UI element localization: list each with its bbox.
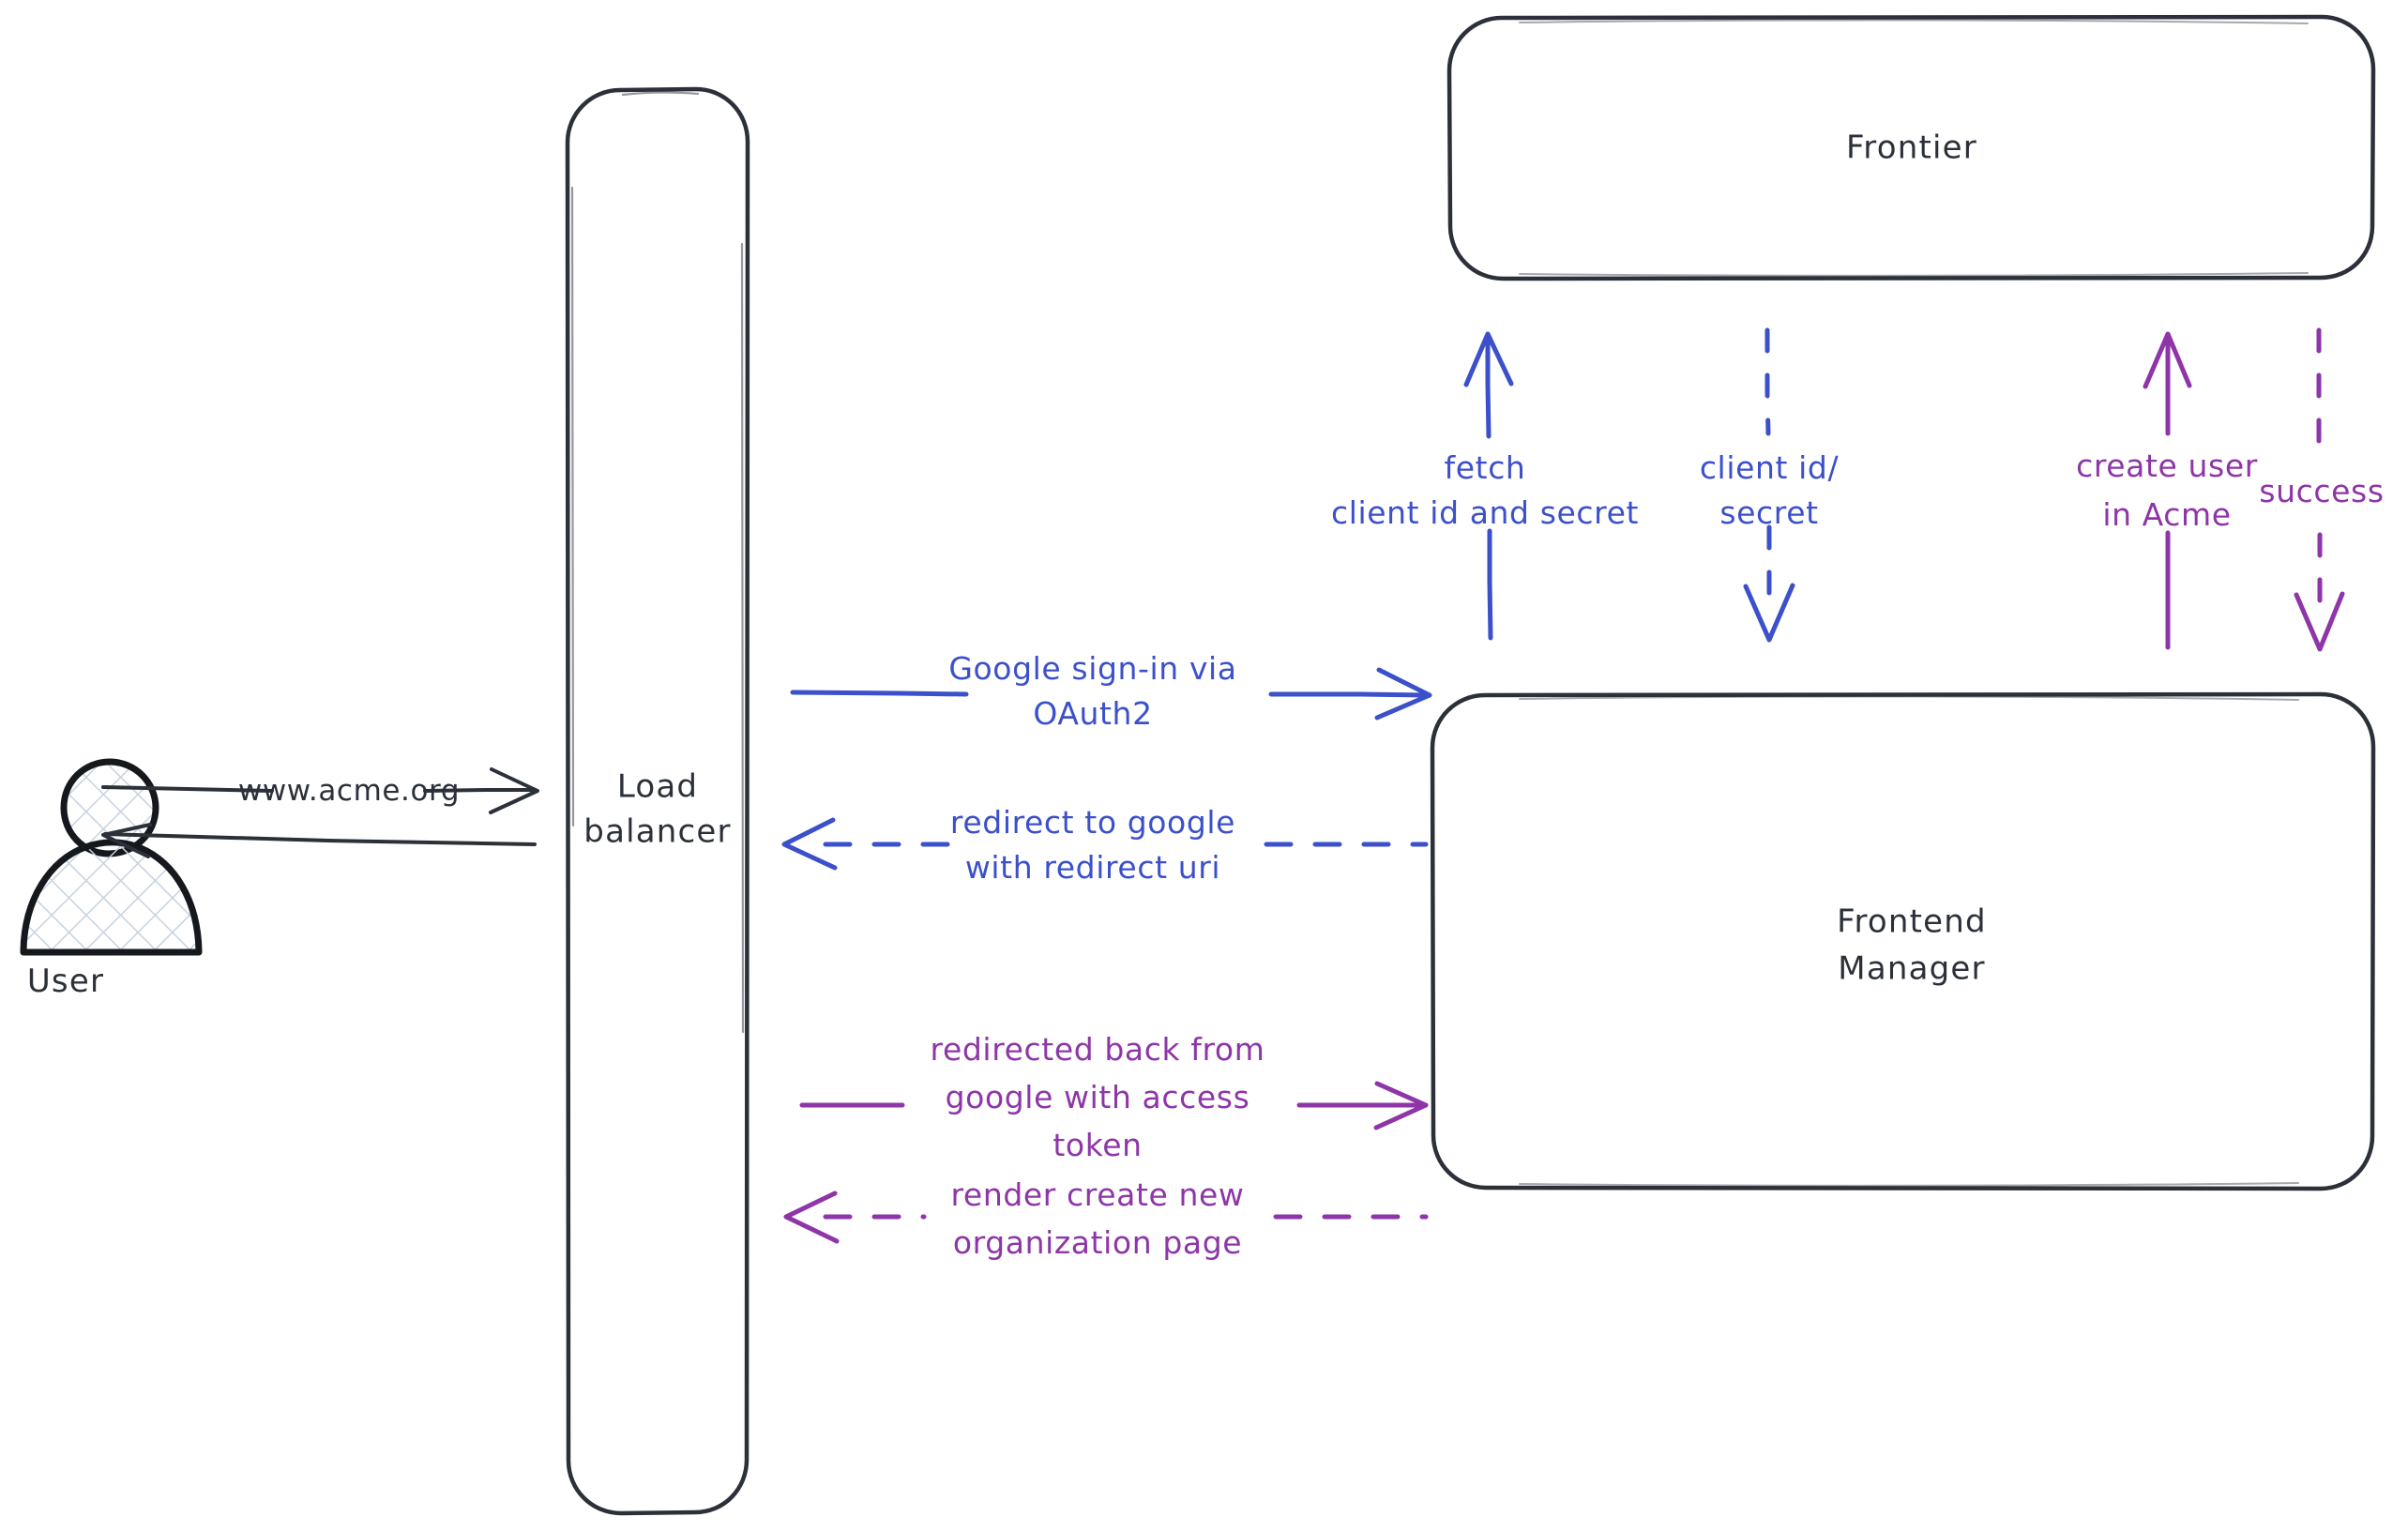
- load-balancer-box[interactable]: [565, 86, 750, 1516]
- actor-user-label: User: [27, 963, 104, 1000]
- edge-fetch-label-line2: client id and secret: [1331, 494, 1639, 531]
- edge-client-credentials-label-line2: secret: [1719, 494, 1818, 531]
- edge-render-organization-label-line1: render create new: [950, 1176, 1244, 1213]
- edge-client-credentials-arrowhead: [1743, 583, 1795, 643]
- load-balancer-box-sketch-overlay: [570, 91, 745, 1034]
- edge-google-signin-label-line1: Google sign-in via: [948, 650, 1236, 687]
- frontier-box[interactable]: [1446, 14, 2376, 281]
- edge-create-user-arrowhead: [2143, 331, 2192, 389]
- edge-client-credentials-response: client id/ secret: [1700, 327, 1840, 643]
- edge-google-signin-line-right: [1268, 691, 1429, 698]
- edge-user-to-lb-arrowhead: [489, 767, 539, 814]
- frontend-manager-box[interactable]: [1430, 691, 2376, 1191]
- edge-load-balancer-to-user: [101, 823, 537, 858]
- node-load-balancer[interactable]: Load balancer: [565, 86, 750, 1516]
- node-frontend-manager[interactable]: Frontend Manager: [1430, 691, 2376, 1191]
- edge-redirected-back-label-line3: token: [1053, 1127, 1142, 1163]
- edge-render-organization-arrowhead: [783, 1191, 840, 1244]
- edge-client-credentials-line-upper: [1764, 327, 1771, 436]
- frontend-manager-box-sketch-overlay: [1519, 695, 2299, 1187]
- edge-redirected-back-label-line2: google with access: [946, 1079, 1250, 1115]
- edge-user-to-lb-label: www.acme.org: [238, 774, 460, 808]
- node-frontier[interactable]: Frontier: [1446, 14, 2376, 281]
- edge-user-to-lb-line-right: [423, 788, 537, 793]
- edge-create-user-label-line1: create user: [2076, 447, 2258, 484]
- edge-lb-to-user-line: [103, 832, 537, 846]
- edge-fetch-client-credentials: fetch client id and secret: [1331, 331, 1639, 641]
- actor-user: User: [20, 758, 203, 1000]
- edge-google-signin-line-left: [790, 690, 969, 697]
- edge-create-user-success: success: [2259, 327, 2384, 652]
- edge-client-credentials-label-line1: client id/: [1700, 449, 1840, 486]
- load-balancer-label-line1: Load: [617, 768, 698, 806]
- edge-redirected-back-arrowhead: [1373, 1081, 1429, 1130]
- edge-redirect-to-google: redirect to google with redirect uri: [781, 804, 1429, 886]
- edge-fetch-arrowhead: [1463, 331, 1514, 387]
- edge-redirect-to-google-arrowhead: [781, 817, 838, 871]
- edge-create-user-label-line2: in Acme: [2102, 496, 2231, 533]
- edge-fetch-line-upper: [1485, 333, 1492, 439]
- frontend-manager-label-line1: Frontend: [1837, 903, 1987, 941]
- edge-render-organization: render create new organization page: [783, 1176, 1429, 1261]
- frontier-box-sketch-overlay: [1519, 19, 2309, 277]
- frontend-manager-label-line2: Manager: [1838, 950, 1985, 988]
- edge-user-to-lb-line-left: [101, 785, 274, 793]
- edge-render-organization-label-line2: organization page: [953, 1224, 1242, 1261]
- edge-success-label: success: [2259, 473, 2384, 509]
- user-body-icon: [20, 839, 203, 956]
- edge-google-signin: Google sign-in via OAuth2: [790, 650, 1432, 732]
- edge-user-to-load-balancer: www.acme.org: [101, 767, 539, 814]
- edge-redirect-to-google-label-line1: redirect to google: [950, 804, 1235, 841]
- edge-google-signin-label-line2: OAuth2: [1033, 695, 1152, 732]
- frontier-label: Frontier: [1846, 129, 1977, 167]
- edge-success-arrowhead: [2294, 591, 2345, 652]
- edge-google-signin-arrowhead: [1374, 667, 1432, 720]
- load-balancer-label-line2: balancer: [583, 813, 731, 851]
- edge-redirected-back-label-line1: redirected back from: [931, 1031, 1265, 1068]
- edge-redirected-back: redirected back from google with access …: [799, 1031, 1429, 1163]
- edge-lb-to-user-arrowhead: [101, 823, 152, 858]
- edge-create-user: create user in Acme: [2076, 331, 2258, 650]
- edge-fetch-line-lower: [1487, 528, 1493, 641]
- edge-fetch-label-line1: fetch: [1445, 449, 1526, 486]
- edge-redirect-to-google-label-line2: with redirect uri: [965, 849, 1220, 886]
